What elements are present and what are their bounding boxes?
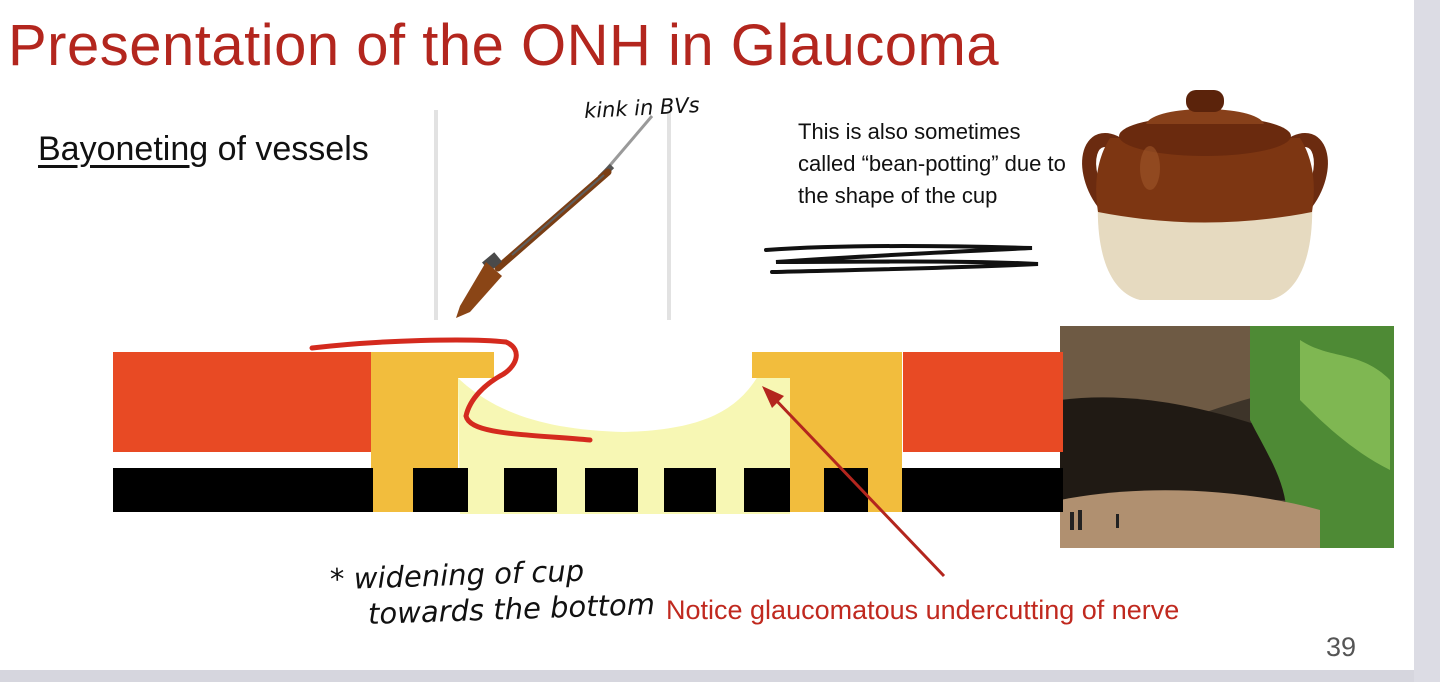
viewer-right-gutter xyxy=(1414,0,1440,682)
slide-title: Presentation of the ONH in Glaucoma xyxy=(8,13,1000,78)
arrowhead-icon xyxy=(762,386,784,408)
bean-pot-note: This is also sometimes called “bean-pott… xyxy=(798,119,1066,208)
subtitle-underlined: Bayoneting xyxy=(38,130,209,168)
bayonet-blade xyxy=(604,115,654,171)
lamina-pore-3 xyxy=(557,468,585,512)
pot-highlight xyxy=(1140,146,1160,190)
lamina-pore-1 xyxy=(373,468,413,512)
lamina-cribrosa xyxy=(113,468,1063,512)
pot-lid-knob xyxy=(1186,90,1224,112)
lamina-pore-5 xyxy=(716,468,744,512)
cave-person-3 xyxy=(1116,514,1119,528)
cave-shadow xyxy=(1060,397,1300,500)
cave-photo xyxy=(1060,326,1394,548)
rifle-with-bayonet-icon xyxy=(456,115,654,318)
cave-ground xyxy=(1060,490,1320,548)
subtitle-rest: of vessels xyxy=(208,130,369,168)
lamina-pore-2 xyxy=(468,468,504,512)
retina-layer-right xyxy=(903,352,1063,452)
rim-left xyxy=(371,352,494,468)
pot-lid xyxy=(1119,116,1291,156)
rim-right xyxy=(752,352,902,468)
cave-person-1 xyxy=(1070,512,1074,530)
slide-subtitle: Bayoneting of vessels xyxy=(38,130,369,169)
lamina-pore-7 xyxy=(868,468,902,512)
rifle-stock xyxy=(456,262,502,318)
cave-foliage-light xyxy=(1300,340,1390,470)
pot-lid-dome xyxy=(1146,109,1264,124)
onh-diagram xyxy=(113,352,1063,514)
viewer-bottom-gutter xyxy=(0,670,1414,682)
pot-lower-body xyxy=(1097,200,1313,300)
vessel-kink-scribble xyxy=(309,337,593,443)
retina-layer-left xyxy=(113,352,373,452)
rifle-barrel-steel xyxy=(511,174,605,256)
lamina-pore-6 xyxy=(790,468,824,512)
undercutting-caption: Notice glaucomatous undercutting of nerv… xyxy=(666,595,1180,625)
scribble-underline xyxy=(764,244,1039,274)
lamina-pore-4 xyxy=(638,468,664,512)
diagram-canvas xyxy=(113,90,1394,578)
arrow-shaft xyxy=(770,394,946,578)
undercutting-arrow xyxy=(762,386,946,578)
page-number: 39 xyxy=(1326,632,1357,662)
slide: Presentation of the ONH in Glaucoma Bayo… xyxy=(0,0,1414,670)
rifle-panel xyxy=(434,110,671,322)
cave-person-2 xyxy=(1078,510,1082,530)
bean-pot-icon xyxy=(1082,90,1328,300)
